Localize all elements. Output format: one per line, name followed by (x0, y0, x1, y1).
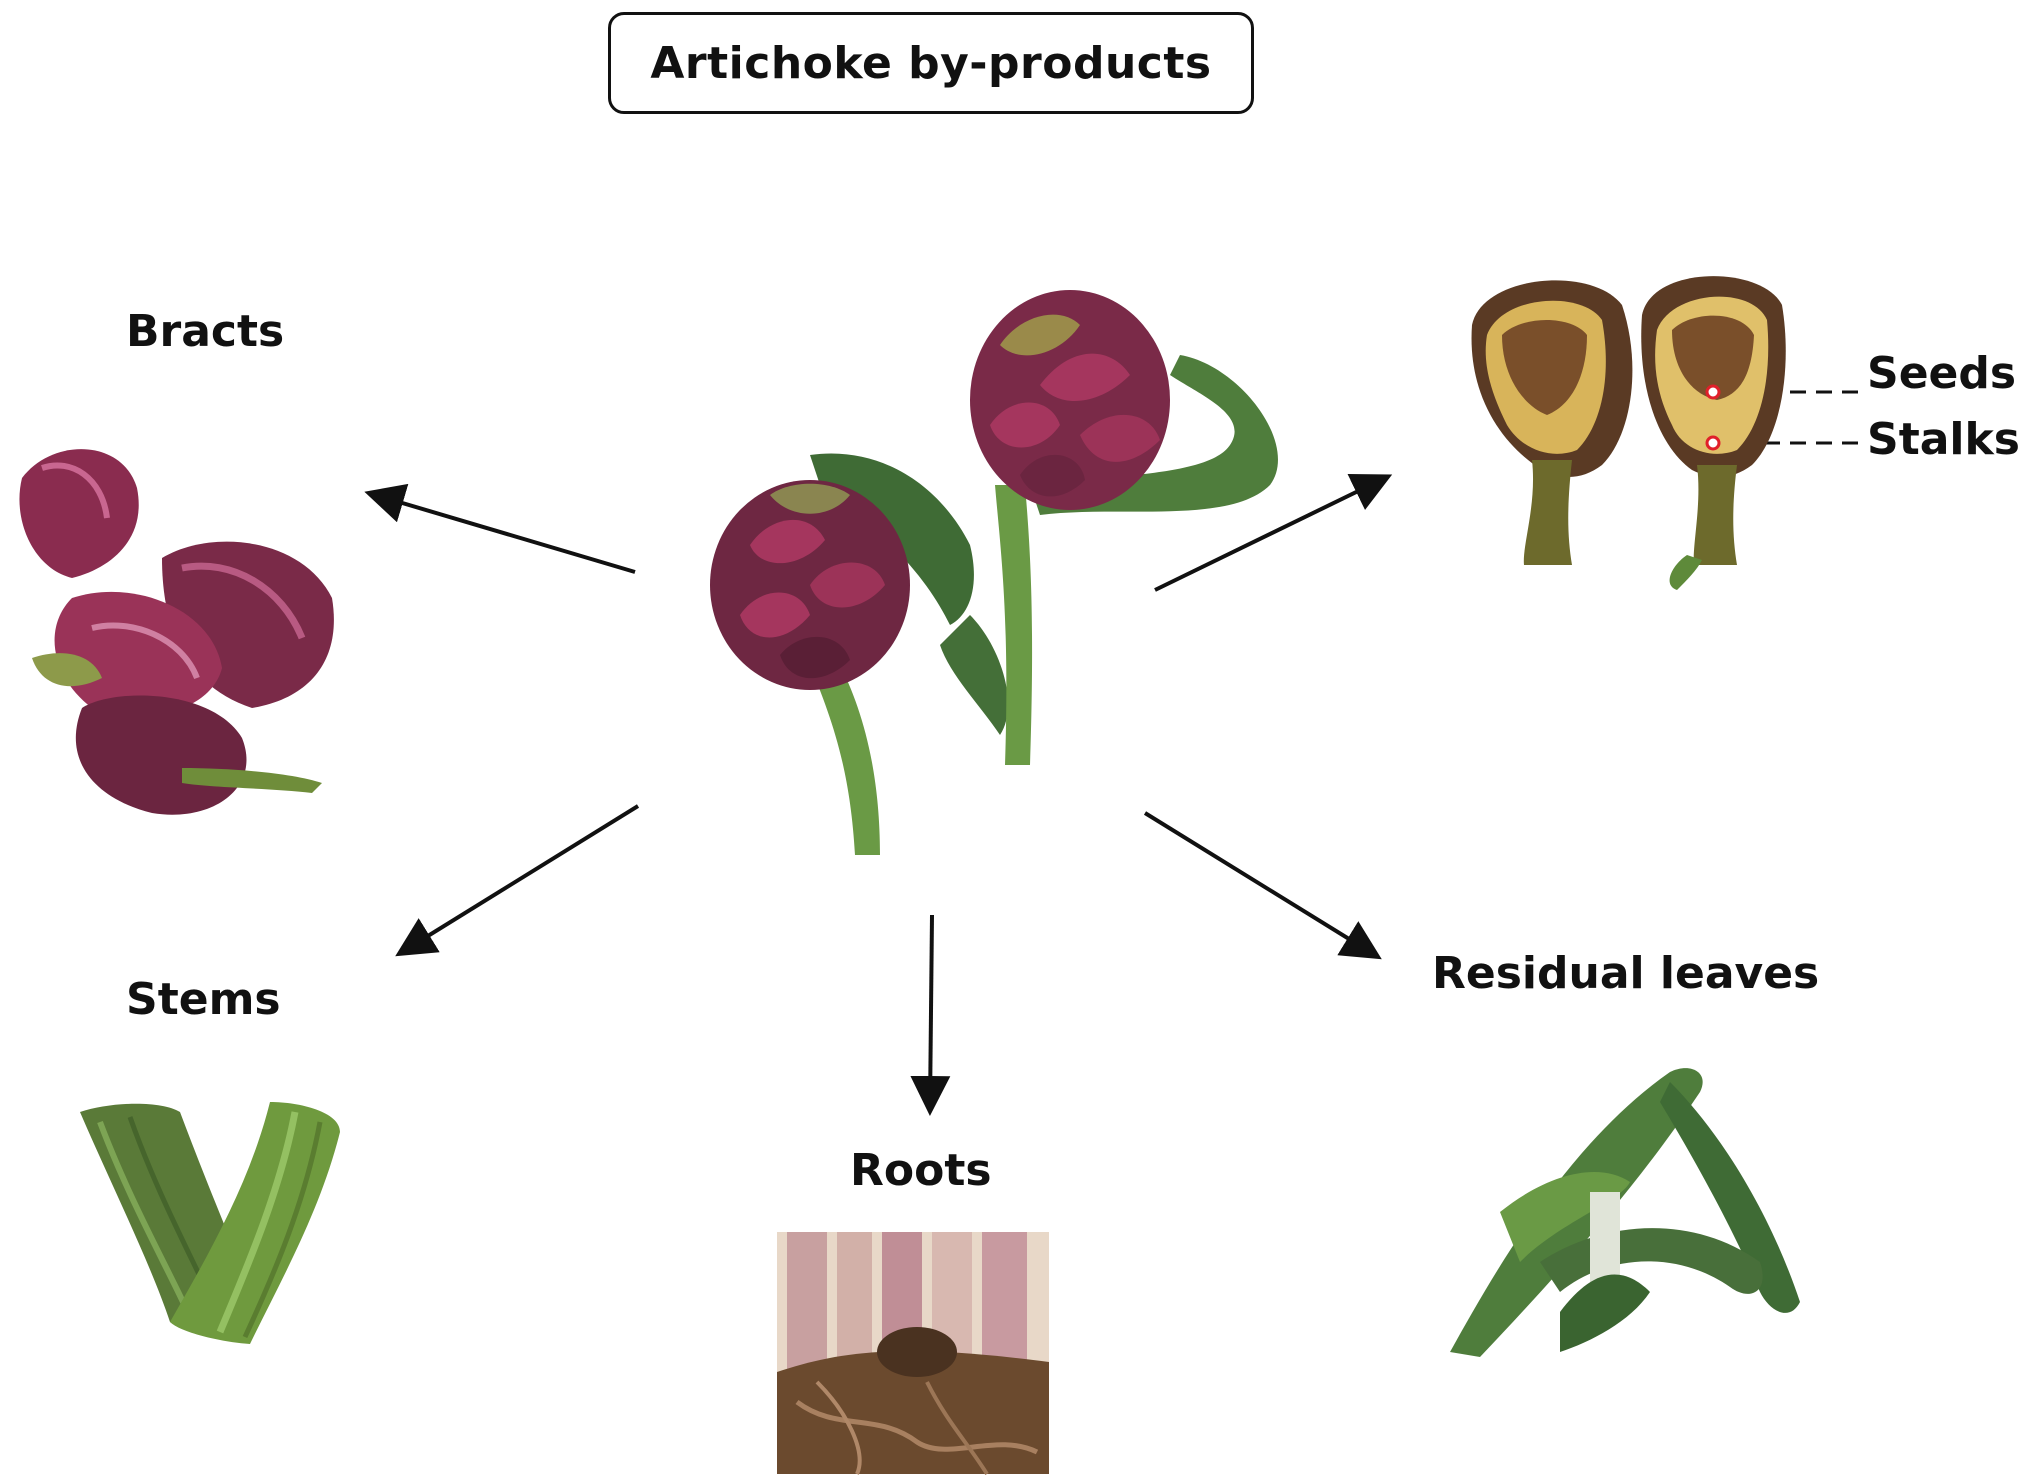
stems-label: Stems (126, 974, 281, 1025)
arrow-to-bracts (364, 483, 636, 574)
stalks-label: Stalks (1867, 414, 2020, 465)
arrow-to-seeds-stalks (1154, 474, 1393, 592)
bracts-label: Bracts (126, 306, 285, 357)
arrow-to-roots (910, 914, 951, 1116)
diagram-title: Artichoke by-products (650, 37, 1212, 89)
seeds-marker (1705, 384, 1721, 400)
residual-leaves-image (1450, 1068, 1800, 1357)
arrow-to-residual-leaves (1143, 811, 1382, 960)
roots-image (777, 1232, 1049, 1476)
seeds-label: Seeds (1867, 348, 2017, 399)
bracts-image (19, 449, 334, 815)
title-box: Artichoke by-products (608, 12, 1254, 114)
cut-artichoke-image (1471, 276, 1786, 590)
stems-image (80, 1102, 340, 1344)
center-artichoke-image (710, 290, 1278, 855)
roots-label: Roots (850, 1145, 992, 1196)
arrow-to-stems (395, 804, 640, 957)
stalks-marker (1705, 435, 1721, 451)
residual-leaves-label: Residual leaves (1432, 948, 1820, 999)
